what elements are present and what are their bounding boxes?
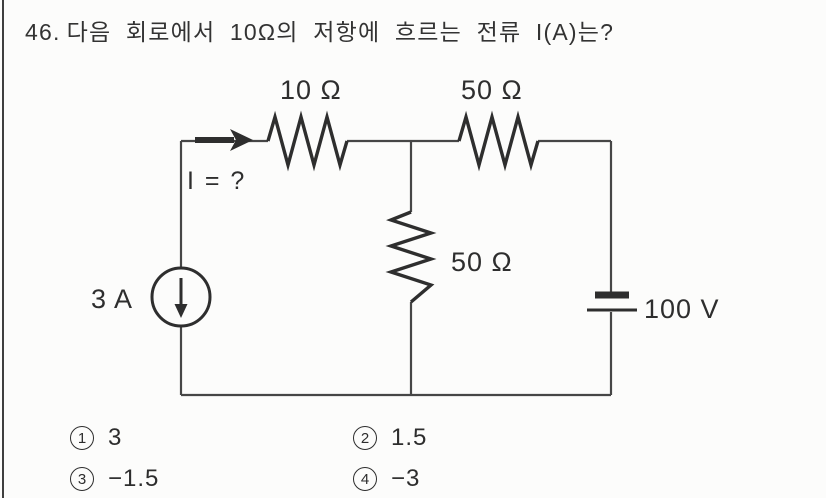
resistor-50ohm-middle-symbol	[385, 210, 437, 304]
choice-4-value: −3	[391, 465, 421, 492]
current-source-symbol	[150, 266, 212, 328]
choice-2-marker: 2	[353, 426, 377, 450]
choice-1-value: 3	[108, 424, 123, 451]
question-number: 46.	[25, 19, 61, 45]
resistor-50ohm-top-label: 50 Ω	[461, 75, 523, 105]
choice-3-value: −1.5	[108, 465, 160, 492]
choice-3: 3 −1.5	[70, 465, 353, 493]
choice-2-value: 1.5	[391, 424, 428, 451]
resistors	[266, 110, 540, 304]
choice-4: 4 −3	[353, 465, 427, 493]
choice-2: 2 1.5	[353, 424, 427, 452]
voltage-source-label: 100 V	[644, 294, 720, 324]
current-direction-arrow	[195, 129, 253, 151]
resistor-10ohm-label: 10 Ω	[280, 75, 342, 105]
page-column-border	[2, 0, 4, 498]
answer-choices: 1 3 2 1.5 3 −1.5 4 −3	[70, 424, 427, 493]
choice-4-marker: 4	[353, 467, 377, 491]
question-title: 46.다음 회로에서 10Ω의 저항에 흐르는 전류 I(A)는?	[25, 13, 614, 47]
current-source-arrow-head	[174, 304, 188, 318]
choice-1-marker: 1	[70, 426, 94, 450]
resistor-50ohm-middle-label: 50 Ω	[451, 247, 513, 277]
choice-3-marker: 3	[70, 467, 94, 491]
current-source-label: 3 A	[91, 284, 133, 314]
current-source-circle	[150, 266, 212, 328]
resistor-50ohm-top-symbol	[457, 110, 540, 172]
voltage-source-symbol	[587, 291, 637, 312]
circuit-wires	[179, 139, 613, 397]
current-question-label: I = ?	[187, 167, 246, 195]
current-arrow-head	[230, 129, 253, 151]
question-text: 다음 회로에서 10Ω의 저항에 흐르는 전류 I(A)는?	[66, 19, 615, 45]
choice-1: 1 3	[70, 424, 353, 452]
resistor-10ohm-symbol	[266, 110, 349, 172]
